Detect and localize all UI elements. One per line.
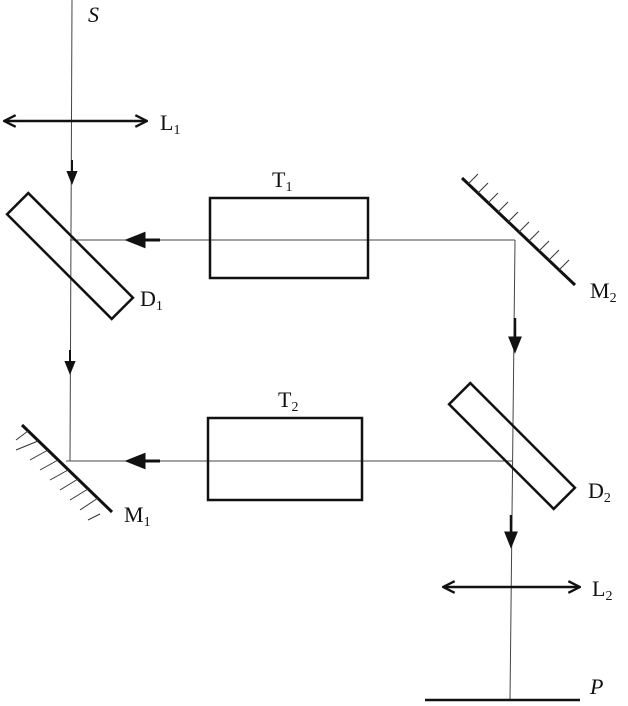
beam-splitter-2-label: D2 (588, 478, 611, 506)
beam-splitter-1 (5, 191, 135, 321)
source-label: S (88, 2, 99, 27)
output-beam (509, 239, 516, 701)
tube-2 (206, 416, 364, 502)
input-beam (69, 0, 73, 462)
beam-splitter-1-label: D1 (140, 286, 163, 314)
mirror-2 (460, 173, 577, 287)
tube-2-label: T2 (278, 387, 298, 415)
tube-1-label: T1 (272, 167, 292, 195)
mirror-1-label: M1 (124, 502, 151, 530)
beam-splitter-2 (447, 381, 577, 511)
screen-label: P (589, 674, 603, 699)
mirror-1 (15, 423, 114, 521)
lens-2-label: L2 (592, 576, 612, 604)
tube-1 (208, 196, 370, 280)
mirror-2-label: M2 (590, 278, 617, 306)
lens-1-label: L1 (160, 110, 180, 138)
